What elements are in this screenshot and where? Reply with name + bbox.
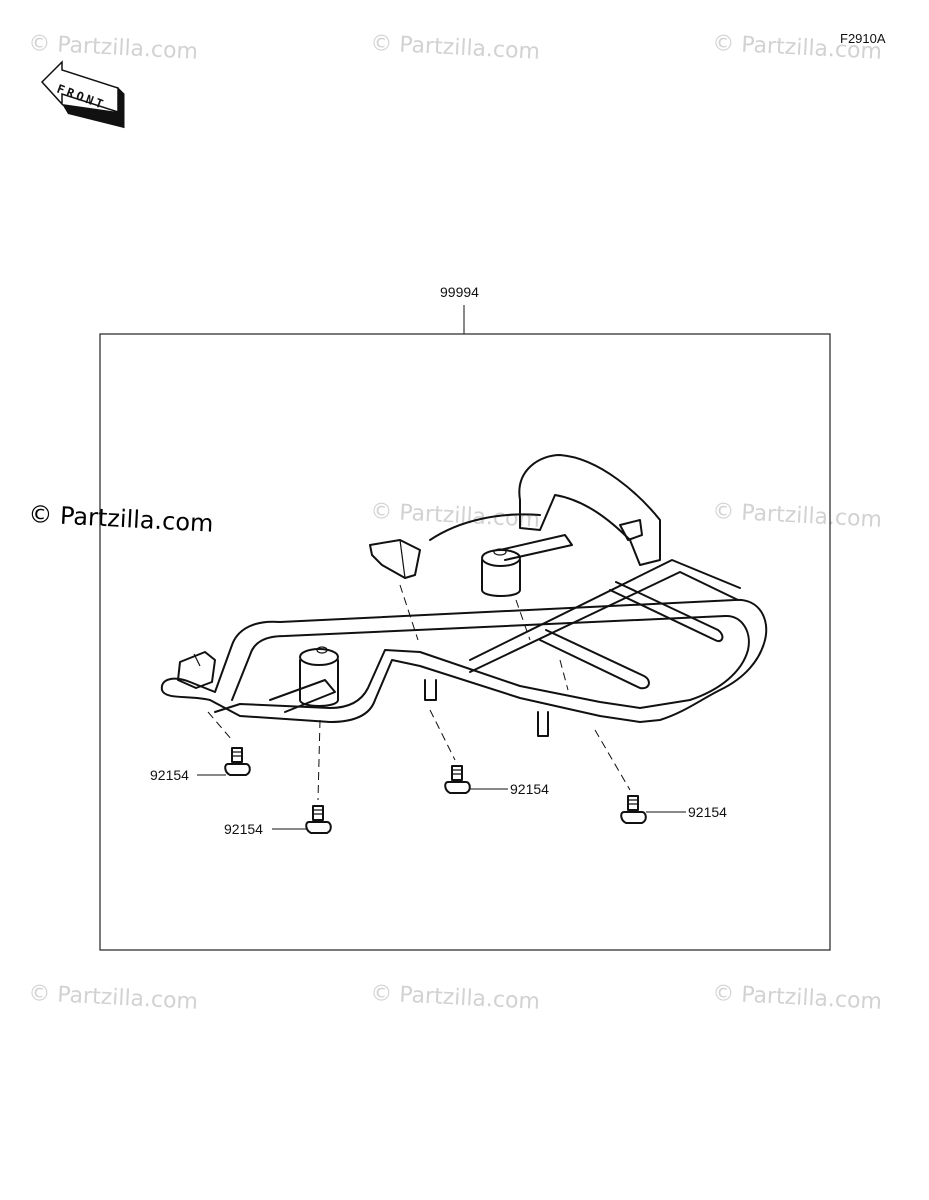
watermarks: © Partzilla.com © Partzilla.com © Partzi… <box>28 31 883 1015</box>
bolt-callout: 92154 <box>150 767 226 783</box>
bolt-callout: 92154 <box>470 781 549 797</box>
watermark: © Partzilla.com <box>712 499 883 533</box>
bolt-icon <box>305 805 332 834</box>
watermark: © Partzilla.com <box>28 31 199 65</box>
rear-rack <box>160 454 768 737</box>
bolt-icon <box>444 765 471 794</box>
bolt-part-number: 92154 <box>510 781 549 797</box>
bolt-part-number: 92154 <box>150 767 189 783</box>
diagram-code: F2910A <box>840 31 886 46</box>
bolt-icon <box>620 795 647 824</box>
watermark: © Partzilla.com <box>370 981 541 1015</box>
assembly-part-number: 99994 <box>440 284 479 300</box>
kit-frame <box>99 333 831 951</box>
watermark: © Partzilla.com <box>28 981 199 1015</box>
watermark-dark: © Partzilla.com <box>28 500 214 538</box>
bolt-part-number: 92154 <box>688 804 727 820</box>
bolt-icon <box>224 747 251 776</box>
watermark: © Partzilla.com <box>370 31 541 65</box>
bolt-part-number: 92154 <box>224 821 263 837</box>
watermark: © Partzilla.com <box>712 981 883 1015</box>
alignment-lines <box>207 584 631 801</box>
bolt-callout: 92154 <box>646 804 727 820</box>
front-arrow-icon: FRONT <box>40 60 125 129</box>
bolt-callout: 92154 <box>224 821 308 837</box>
